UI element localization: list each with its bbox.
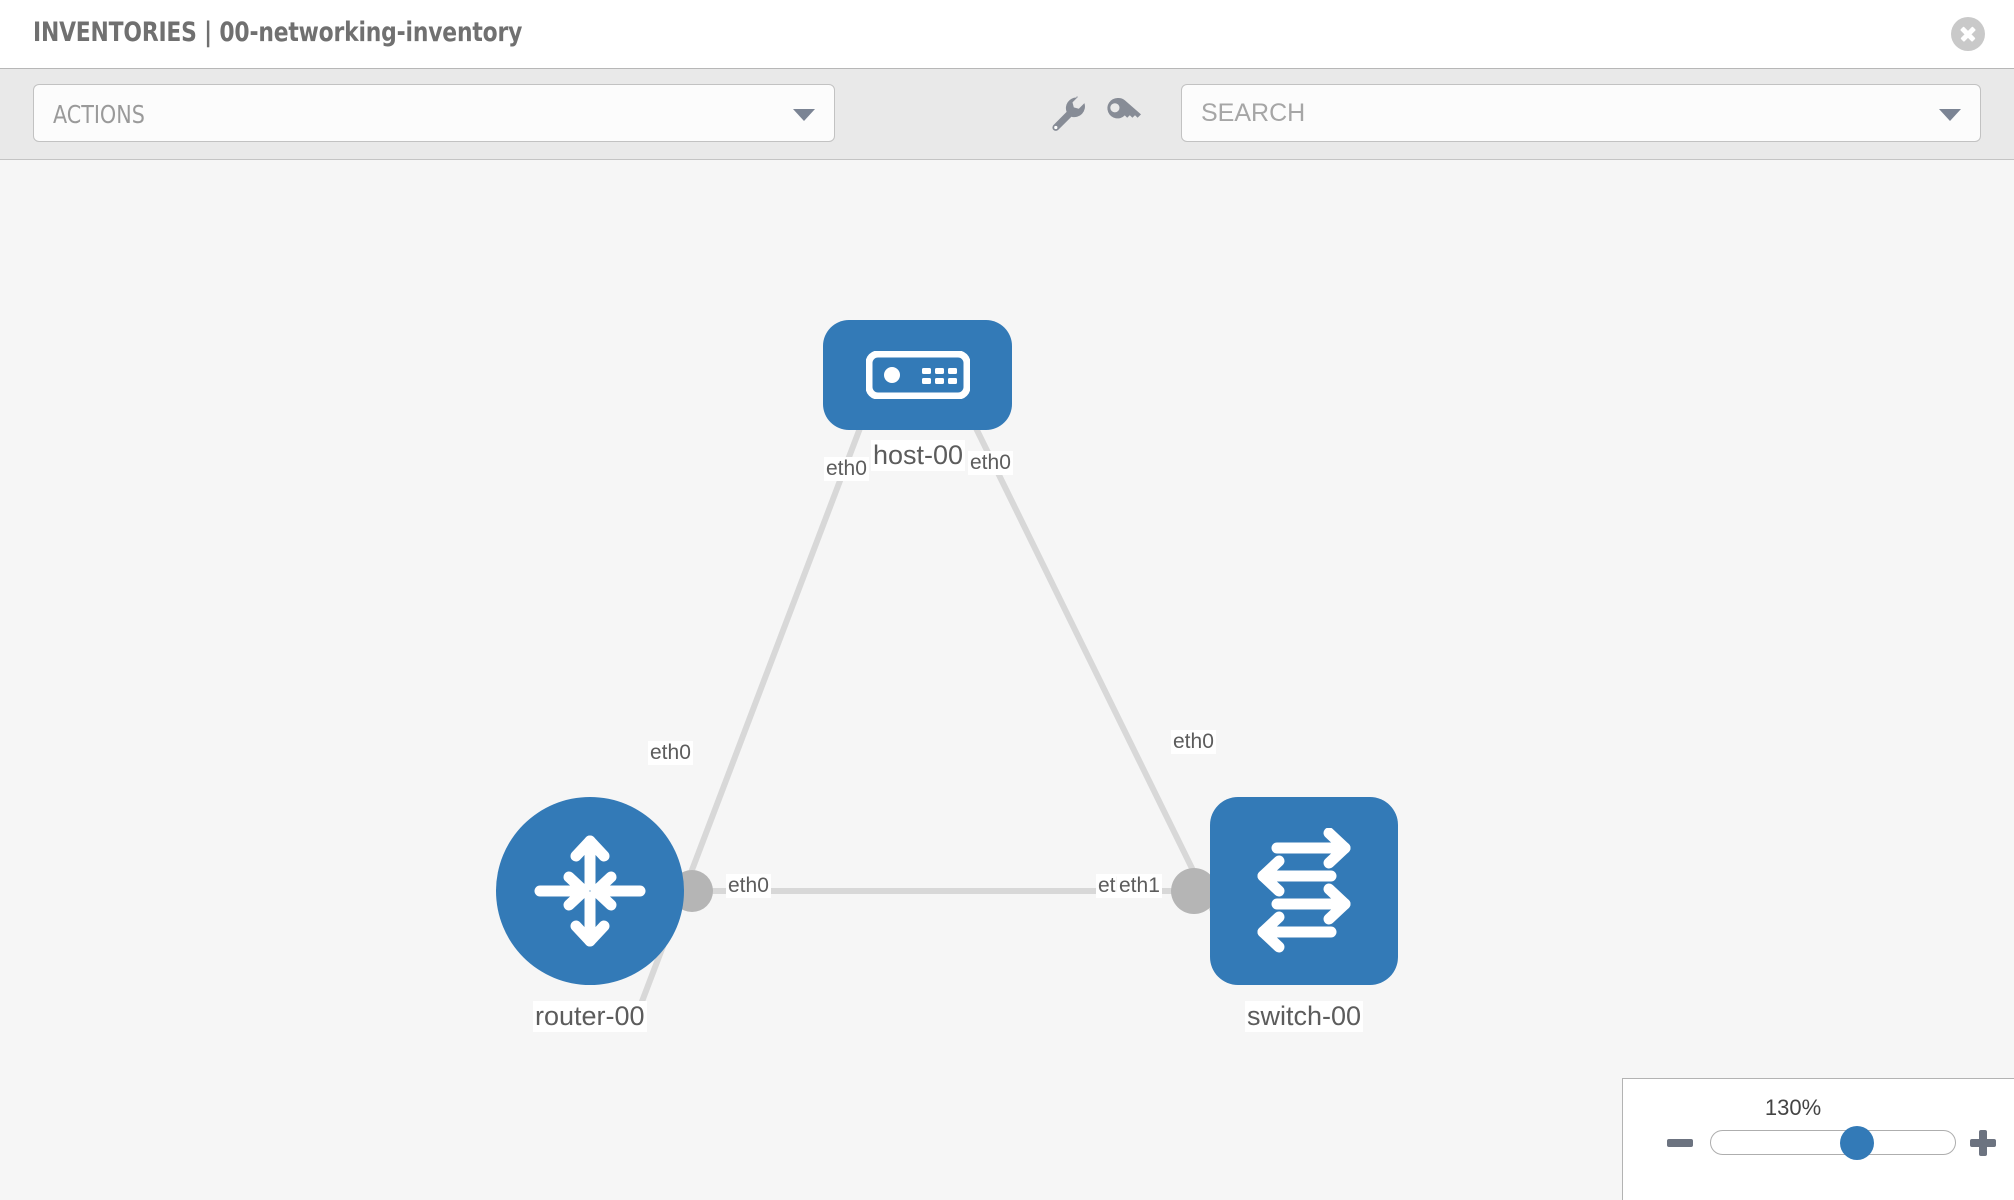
zoom-slider-thumb[interactable] bbox=[1840, 1125, 1875, 1160]
router-arrows-icon bbox=[496, 797, 684, 985]
topology-canvas[interactable]: host-00 eth0 eth0 bbox=[0, 160, 2014, 1200]
edge-label-switch-top: eth0 bbox=[1171, 730, 1216, 755]
switch-arrows-icon bbox=[1210, 797, 1398, 985]
page-header: INVENTORIES | 00-networking-inventory bbox=[0, 0, 2014, 69]
edge-label-host-left: eth0 bbox=[824, 457, 869, 482]
edge-label-switch-left-b: eth1 bbox=[1117, 874, 1162, 899]
node-label-switch-00: switch-00 bbox=[1245, 1001, 1364, 1033]
wrench-icon[interactable] bbox=[1044, 91, 1088, 135]
page-title: INVENTORIES | 00-networking-inventory bbox=[33, 17, 523, 48]
chevron-down-icon bbox=[793, 109, 815, 121]
toolbar: ACTIONS SEARCH bbox=[0, 69, 2014, 160]
topology-links bbox=[635, 344, 1257, 1014]
search-input[interactable]: SEARCH bbox=[1181, 84, 1981, 142]
key-icon[interactable] bbox=[1100, 91, 1144, 135]
zoom-control-panel: 130% bbox=[1622, 1078, 2014, 1200]
edge-label-router-right: eth0 bbox=[726, 874, 771, 899]
zoom-level-value: 130% bbox=[1764, 1095, 1822, 1120]
actions-dropdown-label: ACTIONS bbox=[53, 100, 145, 129]
edge-label-router-top: eth0 bbox=[648, 741, 693, 766]
node-host-00[interactable] bbox=[823, 320, 1012, 430]
plus-icon[interactable] bbox=[1970, 1130, 1996, 1156]
node-label-router-00: router-00 bbox=[533, 1001, 647, 1033]
node-router-00[interactable] bbox=[496, 797, 684, 985]
minus-icon[interactable] bbox=[1667, 1139, 1693, 1147]
close-icon[interactable] bbox=[1951, 17, 1985, 51]
connector-switch-left[interactable] bbox=[1171, 868, 1217, 914]
chevron-down-icon bbox=[1939, 109, 1961, 121]
edge-label-host-right: eth0 bbox=[968, 451, 1013, 476]
actions-dropdown[interactable]: ACTIONS bbox=[33, 84, 835, 142]
node-switch-00[interactable] bbox=[1210, 797, 1398, 985]
node-label-host-00: host-00 bbox=[871, 440, 966, 472]
zoom-slider[interactable] bbox=[1710, 1125, 1956, 1160]
search-placeholder: SEARCH bbox=[1201, 99, 1306, 127]
server-device-icon bbox=[823, 320, 1012, 430]
